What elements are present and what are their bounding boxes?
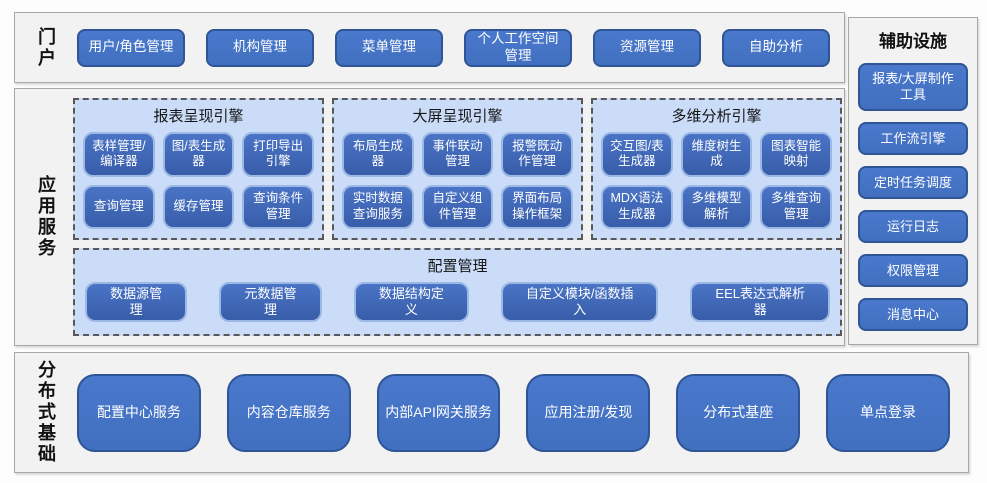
olap-engine-grid: 交互图/表生成器 维度树生成 图表智能映射 MDX语法生成器 多维模型解析 多维… <box>593 126 840 238</box>
dashboard-render-engine-panel: 大屏呈现引擎 布局生成器 事件联动管理 报警既动作管理 实时数据查询服务 自定义… <box>332 98 583 240</box>
block-resource-management: 资源管理 <box>593 28 701 67</box>
block-distributed-base: 分布式基座 <box>676 373 801 452</box>
block-interactive-chart-generator: 交互图/表生成器 <box>601 132 673 177</box>
block-custom-module-function-insert: 自定义模块/函数插入 <box>501 282 659 322</box>
block-custom-component-management: 自定义组件管理 <box>421 184 494 229</box>
block-datasource-management: 数据源管理 <box>85 282 188 322</box>
olap-engine-panel: 多维分析引擎 交互图/表生成器 维度树生成 图表智能映射 MDX语法生成器 多维… <box>591 98 842 240</box>
block-workflow-engine: 工作流引擎 <box>858 122 968 155</box>
block-permission-management: 权限管理 <box>858 254 968 287</box>
block-app-registry-discovery: 应用注册/发现 <box>526 373 651 452</box>
block-style-management-compiler: 表样管理/编译器 <box>83 132 155 177</box>
report-render-engine-title: 报表呈现引擎 <box>153 108 244 125</box>
block-personal-workspace-management: 个人工作空间管理 <box>464 28 572 67</box>
block-cache-management: 缓存管理 <box>162 184 235 229</box>
block-query-condition-management: 查询条件管理 <box>242 184 314 229</box>
auxiliary-facilities-section: 辅助设施 报表/大屏制作工具 工作流引擎 定时任务调度 运行日志 权限管理 消息… <box>848 17 978 345</box>
block-scheduled-task-dispatch: 定时任务调度 <box>858 166 968 199</box>
portal-section-label: 门户 <box>36 26 56 69</box>
block-report-dashboard-authoring-tool: 报表/大屏制作工具 <box>858 63 968 111</box>
block-internal-api-gateway-service: 内部API网关服务 <box>376 373 501 452</box>
block-metadata-management: 元数据管理 <box>219 282 322 322</box>
block-content-repository-service: 内容仓库服务 <box>226 373 351 452</box>
auxiliary-facilities-title: 辅助设施 <box>879 32 947 51</box>
block-alarm-action-management: 报警既动作管理 <box>501 132 573 177</box>
block-config-center-service: 配置中心服务 <box>77 373 201 452</box>
block-multidim-model-parsing: 多维模型解析 <box>680 184 753 229</box>
block-self-service-analysis: 自助分析 <box>722 28 830 67</box>
block-realtime-data-query-service: 实时数据查询服务 <box>342 184 414 229</box>
block-message-center: 消息中心 <box>858 298 968 331</box>
app-services-content: 报表呈现引擎 表样管理/编译器 图/表生成器 打印导出引擎 查询管理 缓存管理 … <box>73 84 842 350</box>
block-run-log: 运行日志 <box>858 210 968 243</box>
config-management-panel: 配置管理 数据源管理 元数据管理 数据结构定义 自定义模块/函数插入 EEL表达… <box>73 248 842 336</box>
portal-button-row: 用户/角色管理 机构管理 菜单管理 个人工作空间管理 资源管理 自助分析 <box>77 28 830 67</box>
app-services-section-label: 应用服务 <box>36 175 56 259</box>
olap-engine-title: 多维分析引擎 <box>671 108 762 125</box>
block-user-role-management: 用户/角色管理 <box>77 28 185 67</box>
block-single-sign-on: 单点登录 <box>826 373 950 452</box>
block-mdx-syntax-generator: MDX语法生成器 <box>601 184 673 229</box>
dashboard-render-engine-grid: 布局生成器 事件联动管理 报警既动作管理 实时数据查询服务 自定义组件管理 界面… <box>334 126 581 238</box>
report-render-engine-panel: 报表呈现引擎 表样管理/编译器 图/表生成器 打印导出引擎 查询管理 缓存管理 … <box>73 98 324 240</box>
block-eel-expression-parser: EEL表达式解析器 <box>690 282 830 322</box>
app-services-section: 应用服务 报表呈现引擎 表样管理/编译器 图/表生成器 打印导出引擎 查询管理 … <box>14 88 845 346</box>
distributed-foundation-label: 分布式基础 <box>36 360 56 465</box>
report-render-engine-grid: 表样管理/编译器 图/表生成器 打印导出引擎 查询管理 缓存管理 查询条件管理 <box>75 126 322 238</box>
block-chart-table-generator: 图/表生成器 <box>162 132 235 177</box>
block-query-management: 查询管理 <box>83 184 155 229</box>
block-print-export-engine: 打印导出引擎 <box>242 132 314 177</box>
block-event-linkage-management: 事件联动管理 <box>421 132 494 177</box>
block-menu-management: 菜单管理 <box>335 28 443 67</box>
block-layout-generator: 布局生成器 <box>342 132 414 177</box>
block-ui-layout-framework: 界面布局操作框架 <box>501 184 573 229</box>
block-org-management: 机构管理 <box>206 28 314 67</box>
dashboard-render-engine-title: 大屏呈现引擎 <box>412 108 503 125</box>
config-management-row: 数据源管理 元数据管理 数据结构定义 自定义模块/函数插入 EEL表达式解析器 <box>75 276 840 334</box>
engine-row: 报表呈现引擎 表样管理/编译器 图/表生成器 打印导出引擎 查询管理 缓存管理 … <box>73 98 842 240</box>
foundation-button-row: 配置中心服务 内容仓库服务 内部API网关服务 应用注册/发现 分布式基座 单点… <box>77 373 950 452</box>
block-data-structure-definition: 数据结构定义 <box>353 282 469 322</box>
block-chart-smart-mapping: 图表智能映射 <box>760 132 832 177</box>
distributed-foundation-section: 分布式基础 配置中心服务 内容仓库服务 内部API网关服务 应用注册/发现 分布… <box>14 352 969 473</box>
portal-section: 门户 用户/角色管理 机构管理 菜单管理 个人工作空间管理 资源管理 自助分析 <box>14 12 845 83</box>
config-management-title: 配置管理 <box>427 258 488 275</box>
block-multidim-query-management: 多维查询管理 <box>760 184 832 229</box>
block-dimension-tree-generation: 维度树生成 <box>680 132 753 177</box>
